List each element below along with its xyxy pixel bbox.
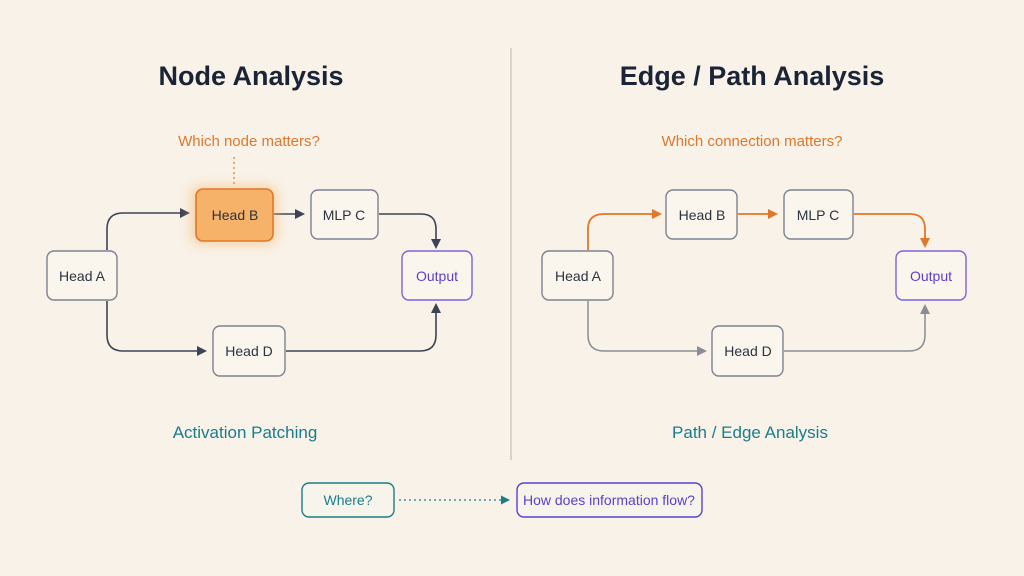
svg-text:Head A: Head A <box>59 268 106 284</box>
bottom-summary: Where? How does information flow? <box>301 482 703 518</box>
edge-path-analysis-panel: Edge / Path Analysis Which connection ma… <box>541 61 967 442</box>
svg-text:MLP C: MLP C <box>323 207 366 223</box>
panel-caption: Path / Edge Analysis <box>672 423 828 442</box>
edge-head-a-to-head-d <box>587 301 707 356</box>
node-output: Output <box>895 250 967 301</box>
edge-head-a-to-head-d <box>106 301 207 356</box>
svg-text:How does information flow?: How does information flow? <box>523 492 695 508</box>
svg-text:Head B: Head B <box>212 207 259 223</box>
node-output: Output <box>401 250 473 301</box>
edge-mlp-c-to-output <box>379 213 441 249</box>
panel-title: Node Analysis <box>158 61 343 91</box>
node-head-b-highlighted: Head B <box>191 186 277 244</box>
panel-title: Edge / Path Analysis <box>620 61 885 91</box>
svg-text:Output: Output <box>416 268 458 284</box>
svg-text:Head A: Head A <box>555 268 602 284</box>
svg-text:Head D: Head D <box>724 343 771 359</box>
panel-question: Which connection matters? <box>662 133 843 150</box>
svg-text:MLP C: MLP C <box>797 207 840 223</box>
edge-mlp-c-to-output-highlighted <box>854 213 930 248</box>
node-mlp-c: MLP C <box>783 189 854 240</box>
node-head-d: Head D <box>711 325 784 377</box>
edge-head-d-to-output <box>286 303 441 352</box>
flow-box: How does information flow? <box>516 482 703 518</box>
panel-question: Which node matters? <box>178 133 320 150</box>
svg-text:Output: Output <box>910 268 952 284</box>
node-head-a: Head A <box>541 250 614 301</box>
edge-head-a-to-head-b-highlighted <box>587 209 662 250</box>
svg-text:Where?: Where? <box>323 492 372 508</box>
node-head-b: Head B <box>665 189 738 240</box>
panel-caption: Activation Patching <box>173 423 318 442</box>
svg-text:Head D: Head D <box>225 343 272 359</box>
node-head-a: Head A <box>46 250 118 301</box>
node-analysis-panel: Node Analysis Which node matters? Head A… <box>46 61 473 442</box>
node-head-d: Head D <box>212 325 286 377</box>
node-mlp-c: MLP C <box>310 189 379 240</box>
edge-head-a-to-head-b <box>106 208 190 250</box>
where-box: Where? <box>301 482 395 518</box>
edge-head-d-to-output <box>784 304 930 352</box>
svg-text:Head B: Head B <box>679 207 726 223</box>
